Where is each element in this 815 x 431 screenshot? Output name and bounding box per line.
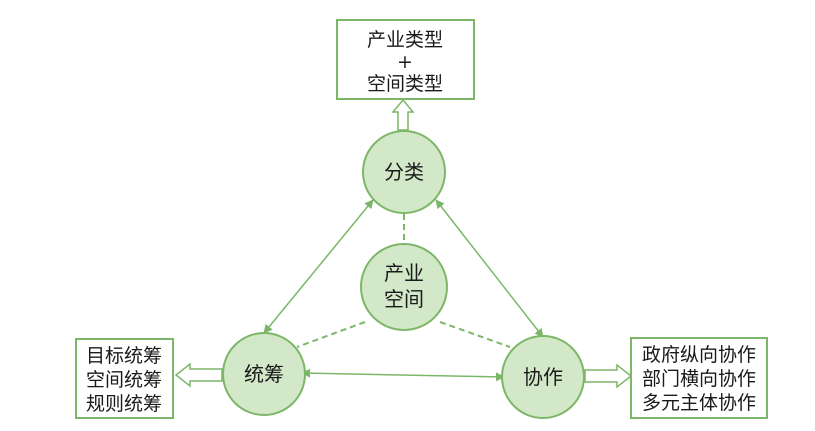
node-label-top: 分类: [384, 160, 424, 184]
node-label-right: 协作: [523, 365, 563, 389]
arrow-left-right: [301, 368, 505, 382]
node-collaboration: 协作: [501, 335, 585, 419]
box-left-line3: 规则统筹: [86, 393, 162, 415]
node-circle-center: [360, 243, 448, 331]
arrow-top-left: [263, 199, 374, 334]
node-circle-left: [222, 332, 306, 416]
box-top-frame: [336, 19, 475, 100]
box-left-line2: 空间统筹: [86, 369, 162, 391]
node-label-left: 统筹: [244, 362, 284, 386]
box-right-line3: 多元主体协作: [642, 392, 756, 414]
hollow-arrow-right: [584, 363, 633, 389]
box-left: 目标统筹 空间统筹 规则统筹: [75, 338, 174, 419]
node-label-center-line2: 空间: [384, 287, 424, 311]
box-right-line1: 政府纵向协作: [642, 344, 756, 366]
box-left-line1: 目标统筹: [86, 345, 162, 367]
dashed-link-center-left: [296, 321, 366, 348]
node-coordination: 统筹: [222, 332, 306, 416]
node-circle-right: [501, 335, 585, 419]
box-top: 产业类型 + 空间类型: [336, 19, 475, 100]
box-top-line1: 产业类型: [367, 29, 443, 51]
box-top-line2: +: [397, 51, 413, 73]
box-left-frame: [75, 338, 174, 419]
node-industry-space: 产业 空间: [360, 243, 448, 331]
node-classification: 分类: [362, 130, 446, 214]
arrow-top-right: [435, 199, 544, 338]
box-right-line2: 部门横向协作: [642, 368, 756, 390]
node-label-center-line1: 产业: [384, 261, 424, 285]
box-right-frame: [630, 337, 768, 419]
box-top-line3: 空间类型: [367, 73, 443, 95]
hollow-arrow-left: [174, 362, 223, 388]
dashed-link-center-right: [439, 321, 511, 348]
hollow-arrow-up: [391, 98, 415, 131]
box-right: 政府纵向协作 部门横向协作 多元主体协作: [630, 337, 768, 419]
node-circle-top: [362, 130, 446, 214]
